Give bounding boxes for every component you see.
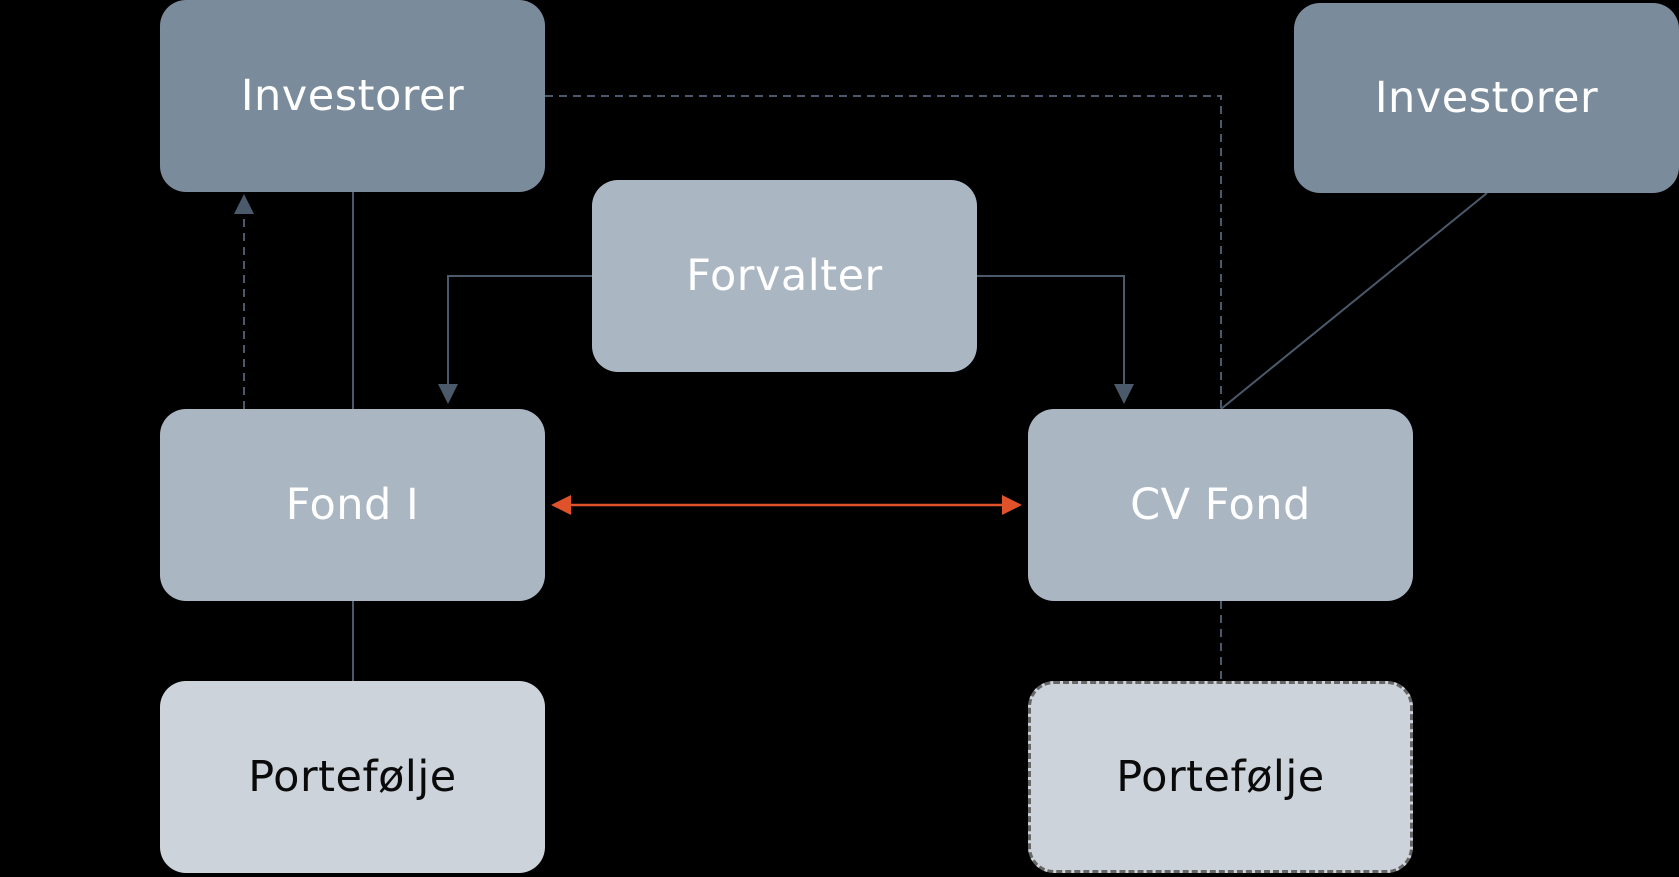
node-label: Investorer [1374,73,1599,123]
node-label: Fond I [285,480,420,530]
node-label: Investorer [240,71,465,121]
connector-investorer-right-cv-fond [1220,192,1488,410]
node-label: Portefølje [1116,752,1325,802]
node-portefolje-left: Portefølje [160,681,545,873]
connector-forvalter-fond-i-arrow [438,275,592,404]
node-label: Portefølje [248,752,457,802]
node-cv-fond: CV Fond [1028,409,1413,601]
node-portefolje-right: Portefølje [1028,681,1413,873]
node-investorer-right: Investorer [1294,3,1679,193]
connector-investorer-cv-fond-dashed [545,95,1222,409]
node-fond-i: Fond I [160,409,545,601]
node-label: Forvalter [686,251,883,301]
node-label: CV Fond [1130,480,1311,530]
node-investorer-left: Investorer [160,0,545,192]
node-forvalter: Forvalter [592,180,977,372]
connector-forvalter-cv-fond-arrow [977,275,1134,404]
